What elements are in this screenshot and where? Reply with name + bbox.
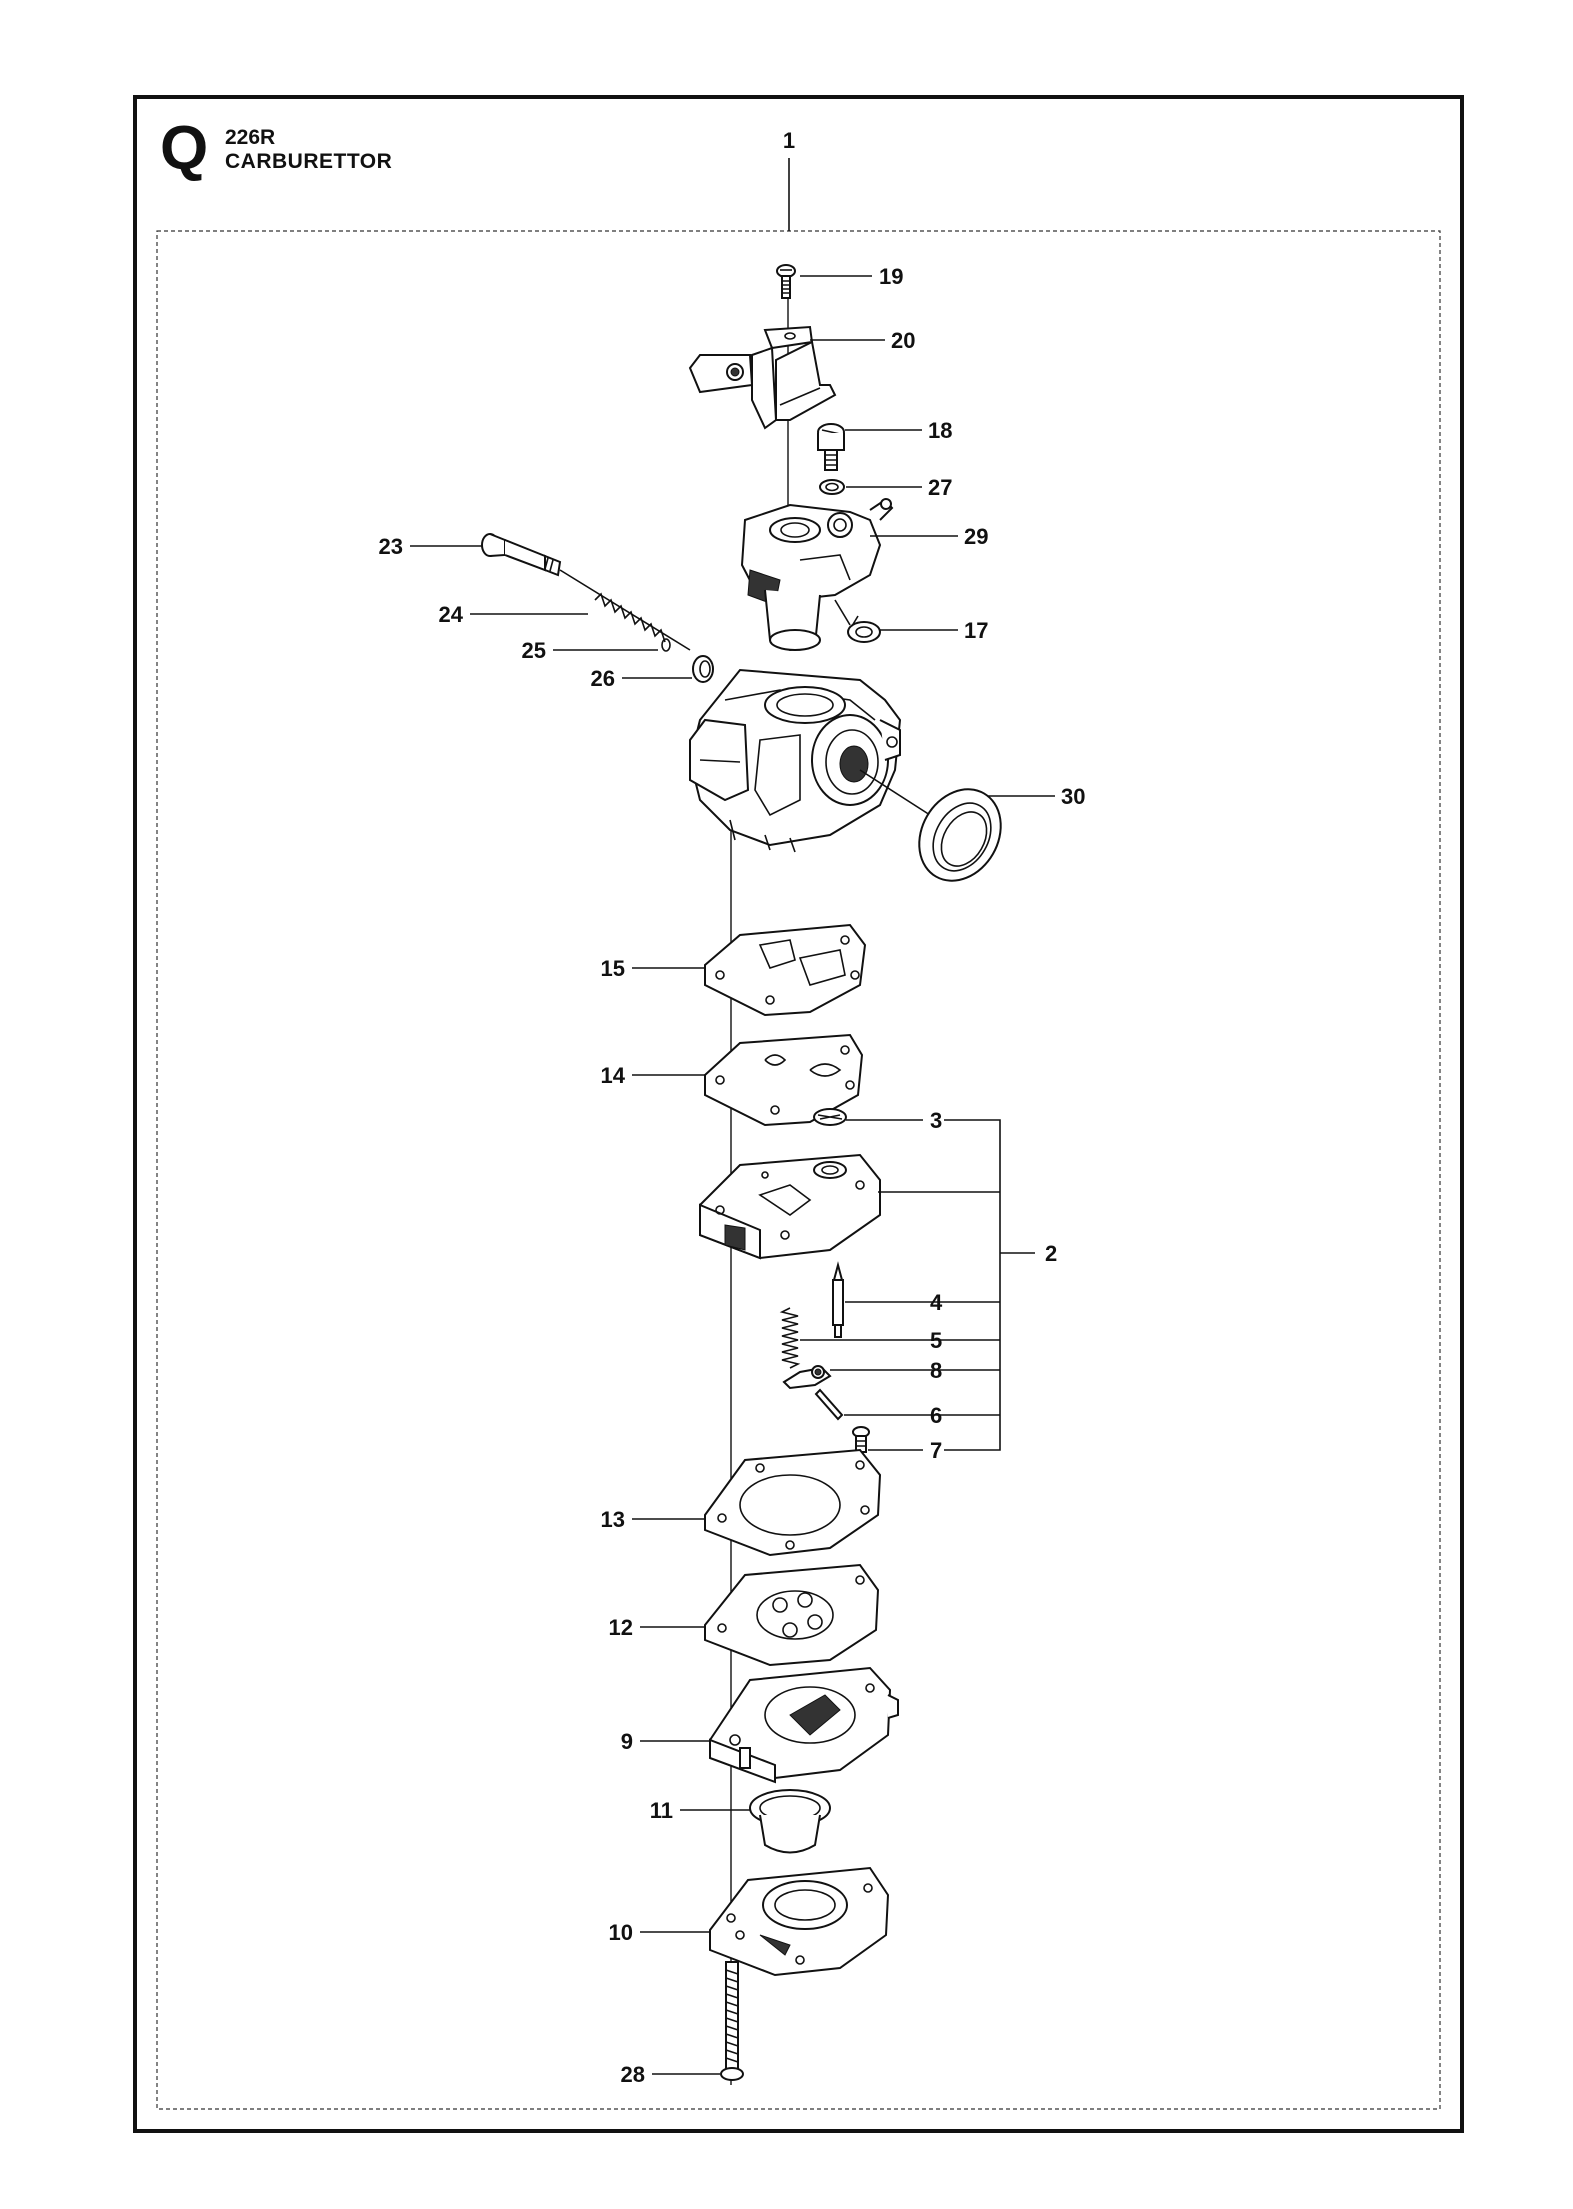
part-5-spring xyxy=(779,1307,801,1369)
callout-18: 18 xyxy=(928,418,952,443)
callout-20: 20 xyxy=(891,328,915,353)
part-10-cover-plate xyxy=(709,1866,890,1977)
part-23-mixture-screw xyxy=(481,533,562,577)
part-30-seal xyxy=(918,788,1002,882)
callout-27: 27 xyxy=(928,475,952,500)
callout-7: 7 xyxy=(930,1438,942,1463)
part-18-idle-screw xyxy=(817,423,845,471)
callout-19: 19 xyxy=(879,264,903,289)
callout-5: 5 xyxy=(930,1328,942,1353)
part-20-bracket xyxy=(688,325,837,430)
callout-28: 28 xyxy=(621,2062,645,2087)
part-15-gasket xyxy=(704,923,867,1017)
part-8-lever xyxy=(782,1365,832,1390)
callout-2: 2 xyxy=(1045,1241,1057,1266)
callout-26: 26 xyxy=(591,666,615,691)
part-7-screw xyxy=(852,1426,870,1453)
callout-8: 8 xyxy=(930,1358,942,1383)
part-6-pin xyxy=(814,1388,844,1421)
callout-1: 1 xyxy=(783,128,795,153)
model-number: 226R xyxy=(225,126,276,149)
part-19-screw xyxy=(776,264,796,299)
callout-15: 15 xyxy=(601,956,625,981)
part-27-washer xyxy=(819,479,845,495)
callout-9: 9 xyxy=(621,1729,633,1754)
callout-13: 13 xyxy=(601,1507,625,1532)
part-26-washer xyxy=(692,655,714,683)
callout-11: 11 xyxy=(650,1798,673,1823)
callout-25: 25 xyxy=(522,638,546,663)
callout-10: 10 xyxy=(609,1920,633,1945)
callout-24: 24 xyxy=(439,602,464,627)
callout-6: 6 xyxy=(930,1403,942,1428)
callout-14: 14 xyxy=(601,1063,626,1088)
page-border xyxy=(133,95,1464,2133)
page-title: CARBURETTOR xyxy=(225,150,393,173)
part-29-throttle-assembly xyxy=(740,498,894,652)
assembly-frame xyxy=(156,230,1441,2110)
part-17-clip xyxy=(847,615,881,643)
part-14-diaphragm xyxy=(704,1033,864,1127)
part-12-pump-diaphragm xyxy=(704,1563,880,1667)
callout-23: 23 xyxy=(379,534,403,559)
callout-30: 30 xyxy=(1061,784,1085,809)
callout-4: 4 xyxy=(930,1290,943,1315)
part-9-pump-cover xyxy=(709,1666,899,1784)
part-24-spring xyxy=(594,592,666,643)
part-28-long-screw xyxy=(720,1961,744,2081)
part-13-gasket xyxy=(704,1448,882,1557)
section-letter: Q xyxy=(160,114,209,183)
callout-2-bracket xyxy=(944,1119,1001,1451)
part-2-metering-body xyxy=(699,1153,881,1260)
callout-3: 3 xyxy=(930,1108,942,1133)
callout-29: 29 xyxy=(964,524,988,549)
part-4-needle xyxy=(832,1261,844,1338)
callout-12: 12 xyxy=(609,1615,633,1640)
part-25-o-ring xyxy=(661,638,671,652)
carburettor-body xyxy=(688,668,902,853)
part-3-screen xyxy=(813,1108,847,1126)
part-11-cup xyxy=(749,1789,831,1854)
callout-17: 17 xyxy=(964,618,988,643)
